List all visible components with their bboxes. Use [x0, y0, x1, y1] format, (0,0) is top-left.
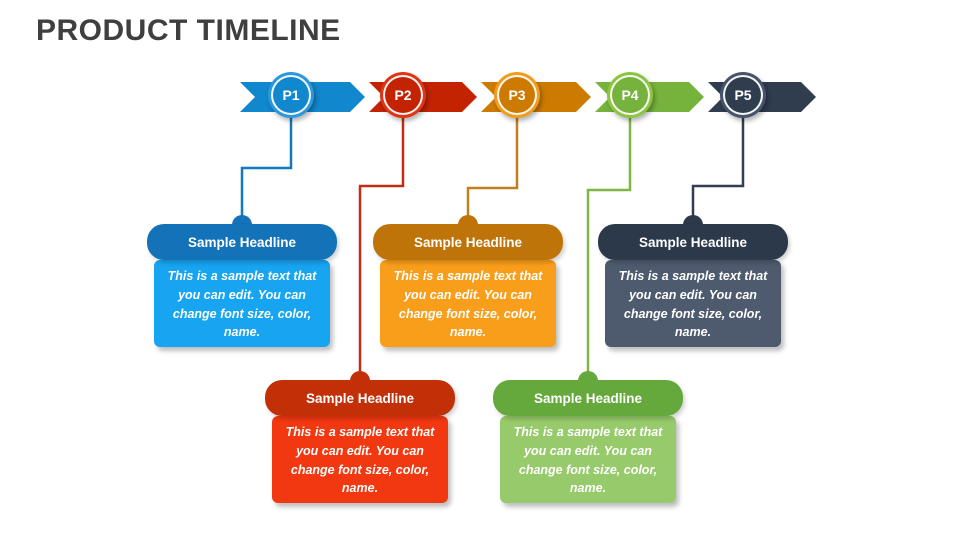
timeline-card-p5: Sample Headline This is a sample text th…	[598, 215, 788, 347]
card-headline-text-p2: Sample Headline	[305, 390, 415, 406]
timeline-node-p3-label: P3	[508, 87, 526, 103]
card-headline-bar-p4: Sample Headline	[493, 380, 683, 416]
timeline-node-p5: P5	[720, 72, 766, 118]
connector-line-p2	[358, 116, 405, 384]
timeline-card-p4: Sample Headline This is a sample text th…	[493, 371, 683, 503]
connector-line-p4	[586, 116, 632, 384]
card-headline-bar-p3: Sample Headline	[373, 224, 563, 260]
slide-title: PRODUCT TIMELINE	[36, 14, 341, 47]
timeline-node-p1: P1	[268, 72, 314, 118]
timeline-card-p3: Sample Headline This is a sample text th…	[373, 215, 563, 347]
card-headline-text-p3: Sample Headline	[413, 234, 523, 250]
card-headline-text-p1: Sample Headline	[187, 234, 297, 250]
timeline-node-p4: P4	[607, 72, 653, 118]
timeline-node-p1-label: P1	[282, 87, 300, 103]
timeline-card-p1: Sample Headline This is a sample text th…	[147, 215, 337, 347]
card-body-text-p1: This is a sample text that you can edit.…	[154, 260, 330, 347]
card-headline-text-p4: Sample Headline	[533, 390, 643, 406]
connector-line-p1	[240, 116, 293, 228]
timeline-node-p5-label: P5	[734, 87, 752, 103]
card-body-text-p2: This is a sample text that you can edit.…	[272, 416, 448, 503]
card-headline-text-p5: Sample Headline	[638, 234, 748, 250]
timeline-card-p2: Sample Headline This is a sample text th…	[265, 371, 455, 503]
card-body-text-p5: This is a sample text that you can edit.…	[605, 260, 781, 347]
card-body-text-p3: This is a sample text that you can edit.…	[380, 260, 556, 347]
card-headline-bar-p2: Sample Headline	[265, 380, 455, 416]
timeline-node-p2: P2	[380, 72, 426, 118]
timeline-node-p2-label: P2	[394, 87, 412, 103]
timeline-node-p4-label: P4	[621, 87, 639, 103]
card-headline-bar-p1: Sample Headline	[147, 224, 337, 260]
card-body-text-p4: This is a sample text that you can edit.…	[500, 416, 676, 503]
card-headline-bar-p5: Sample Headline	[598, 224, 788, 260]
connector-line-p5	[691, 116, 745, 228]
timeline-node-p3: P3	[494, 72, 540, 118]
connector-line-p3	[466, 116, 519, 228]
